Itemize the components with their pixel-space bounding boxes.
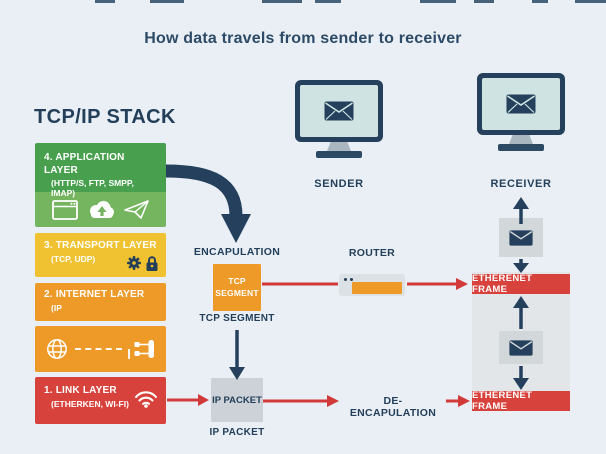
- top-artifact: [474, 0, 494, 3]
- receiver-monitor: [477, 73, 565, 151]
- gear-icon: [126, 255, 142, 271]
- receiver-label: RECEIVER: [490, 178, 552, 190]
- layer-application-icons: [35, 192, 166, 227]
- monitor-base: [498, 144, 544, 151]
- tcp-segment-box: TCP SEGMENT: [213, 264, 261, 311]
- ip-packet-caption: IP PACKET: [209, 427, 265, 438]
- monitor-frame: [477, 73, 565, 135]
- layer-title: 1. LINK LAYER: [44, 385, 117, 396]
- tcp-segment-caption: TCP SEGMENT: [199, 313, 275, 324]
- sender-label: SENDER: [314, 178, 364, 190]
- monitor-stand: [327, 142, 351, 151]
- browser-window-icon: [51, 199, 78, 220]
- monitor-screen: [482, 78, 560, 130]
- layer-application-header: 4. APPLICATION LAYER (HTTP/S, FTP, SMPP,…: [35, 143, 166, 198]
- router-device: [339, 274, 405, 296]
- monitor-screen: [300, 85, 378, 137]
- page-title: How data travels from sender to receiver: [144, 30, 462, 47]
- curved-encapsulation-arrow: [165, 164, 251, 243]
- wifi-icon: [134, 389, 158, 408]
- layer-application: 4. APPLICATION LAYER (HTTP/S, FTP, SMPP,…: [35, 143, 166, 227]
- layer-link: 1. LINK LAYER (ETHERKEN, WI-FI): [35, 377, 166, 424]
- layer-title: 4. APPLICATION LAYER: [44, 152, 125, 176]
- top-artifact: [262, 0, 302, 3]
- top-artifact: [150, 0, 184, 3]
- frame-payload-box: [499, 331, 543, 364]
- router-label: ROUTER: [348, 247, 396, 259]
- network-switch-icon: [134, 339, 156, 359]
- top-artifact: [315, 0, 341, 3]
- top-artifact: [532, 0, 548, 3]
- top-artifact: [575, 0, 606, 3]
- red-arrow-link-to-ip: [167, 394, 209, 406]
- layer-internet-icons: [35, 326, 166, 372]
- layer-subtitle: (ETHERKEN, WI-FI): [51, 398, 129, 409]
- top-artifact: [420, 0, 456, 3]
- layer-subtitle: (HTTP/S, FTP, SMPP, IMAP): [51, 178, 134, 199]
- down-arrow-tcp-to-ip: [229, 330, 245, 380]
- stack-heading: TCP/IP STACK: [34, 106, 176, 128]
- monitor-base: [316, 151, 362, 158]
- dashed-link-line: [75, 348, 122, 350]
- encapsulation-label: ENCAPULATION: [193, 246, 281, 258]
- lock-icon: [145, 255, 159, 272]
- down-arrow-to-frame-top: [513, 259, 529, 273]
- red-arrow-deencap-to-frame: [446, 395, 470, 407]
- paper-plane-icon: [123, 199, 150, 220]
- envelope-icon: [509, 229, 533, 246]
- layer-subtitle: (TCP, UDP): [51, 253, 96, 264]
- envelope-icon: [506, 94, 536, 114]
- layer-title: 3. TRANSPORT LAYER: [44, 240, 157, 251]
- envelope-icon: [324, 101, 354, 121]
- top-artifact: [95, 0, 115, 3]
- layer-transport: 3. TRANSPORT LAYER (TCP, UDP): [35, 233, 166, 277]
- red-arrow-ip-to-deencap: [263, 395, 339, 407]
- monitor-frame: [295, 80, 383, 142]
- ethernet-frame-bottom: ETHERENET FRAME: [472, 390, 570, 412]
- router-led: [350, 278, 353, 281]
- red-arrow-router-to-frame: [407, 278, 468, 290]
- globe-icon: [45, 337, 69, 361]
- layer-title: 2. INTERNET LAYER: [44, 289, 145, 300]
- envelope-icon: [509, 339, 533, 356]
- frame-payload-box: [499, 218, 543, 257]
- layer-internet: 2. INTERNET LAYER (IP: [35, 283, 166, 321]
- sender-monitor: [295, 80, 383, 158]
- monitor-stand: [509, 135, 533, 144]
- ip-packet-box: IP PACKET: [211, 378, 263, 422]
- cloud-upload-icon: [87, 200, 115, 219]
- router-panel: [352, 282, 402, 294]
- dashed-link-drop: [128, 349, 130, 359]
- layer-subtitle: (IP: [51, 302, 62, 313]
- ethernet-frame-top: ETHERENET FRAME: [472, 273, 570, 295]
- router-led: [344, 278, 347, 281]
- deencapsulation-label: DE-ENCAPULATION: [349, 395, 437, 419]
